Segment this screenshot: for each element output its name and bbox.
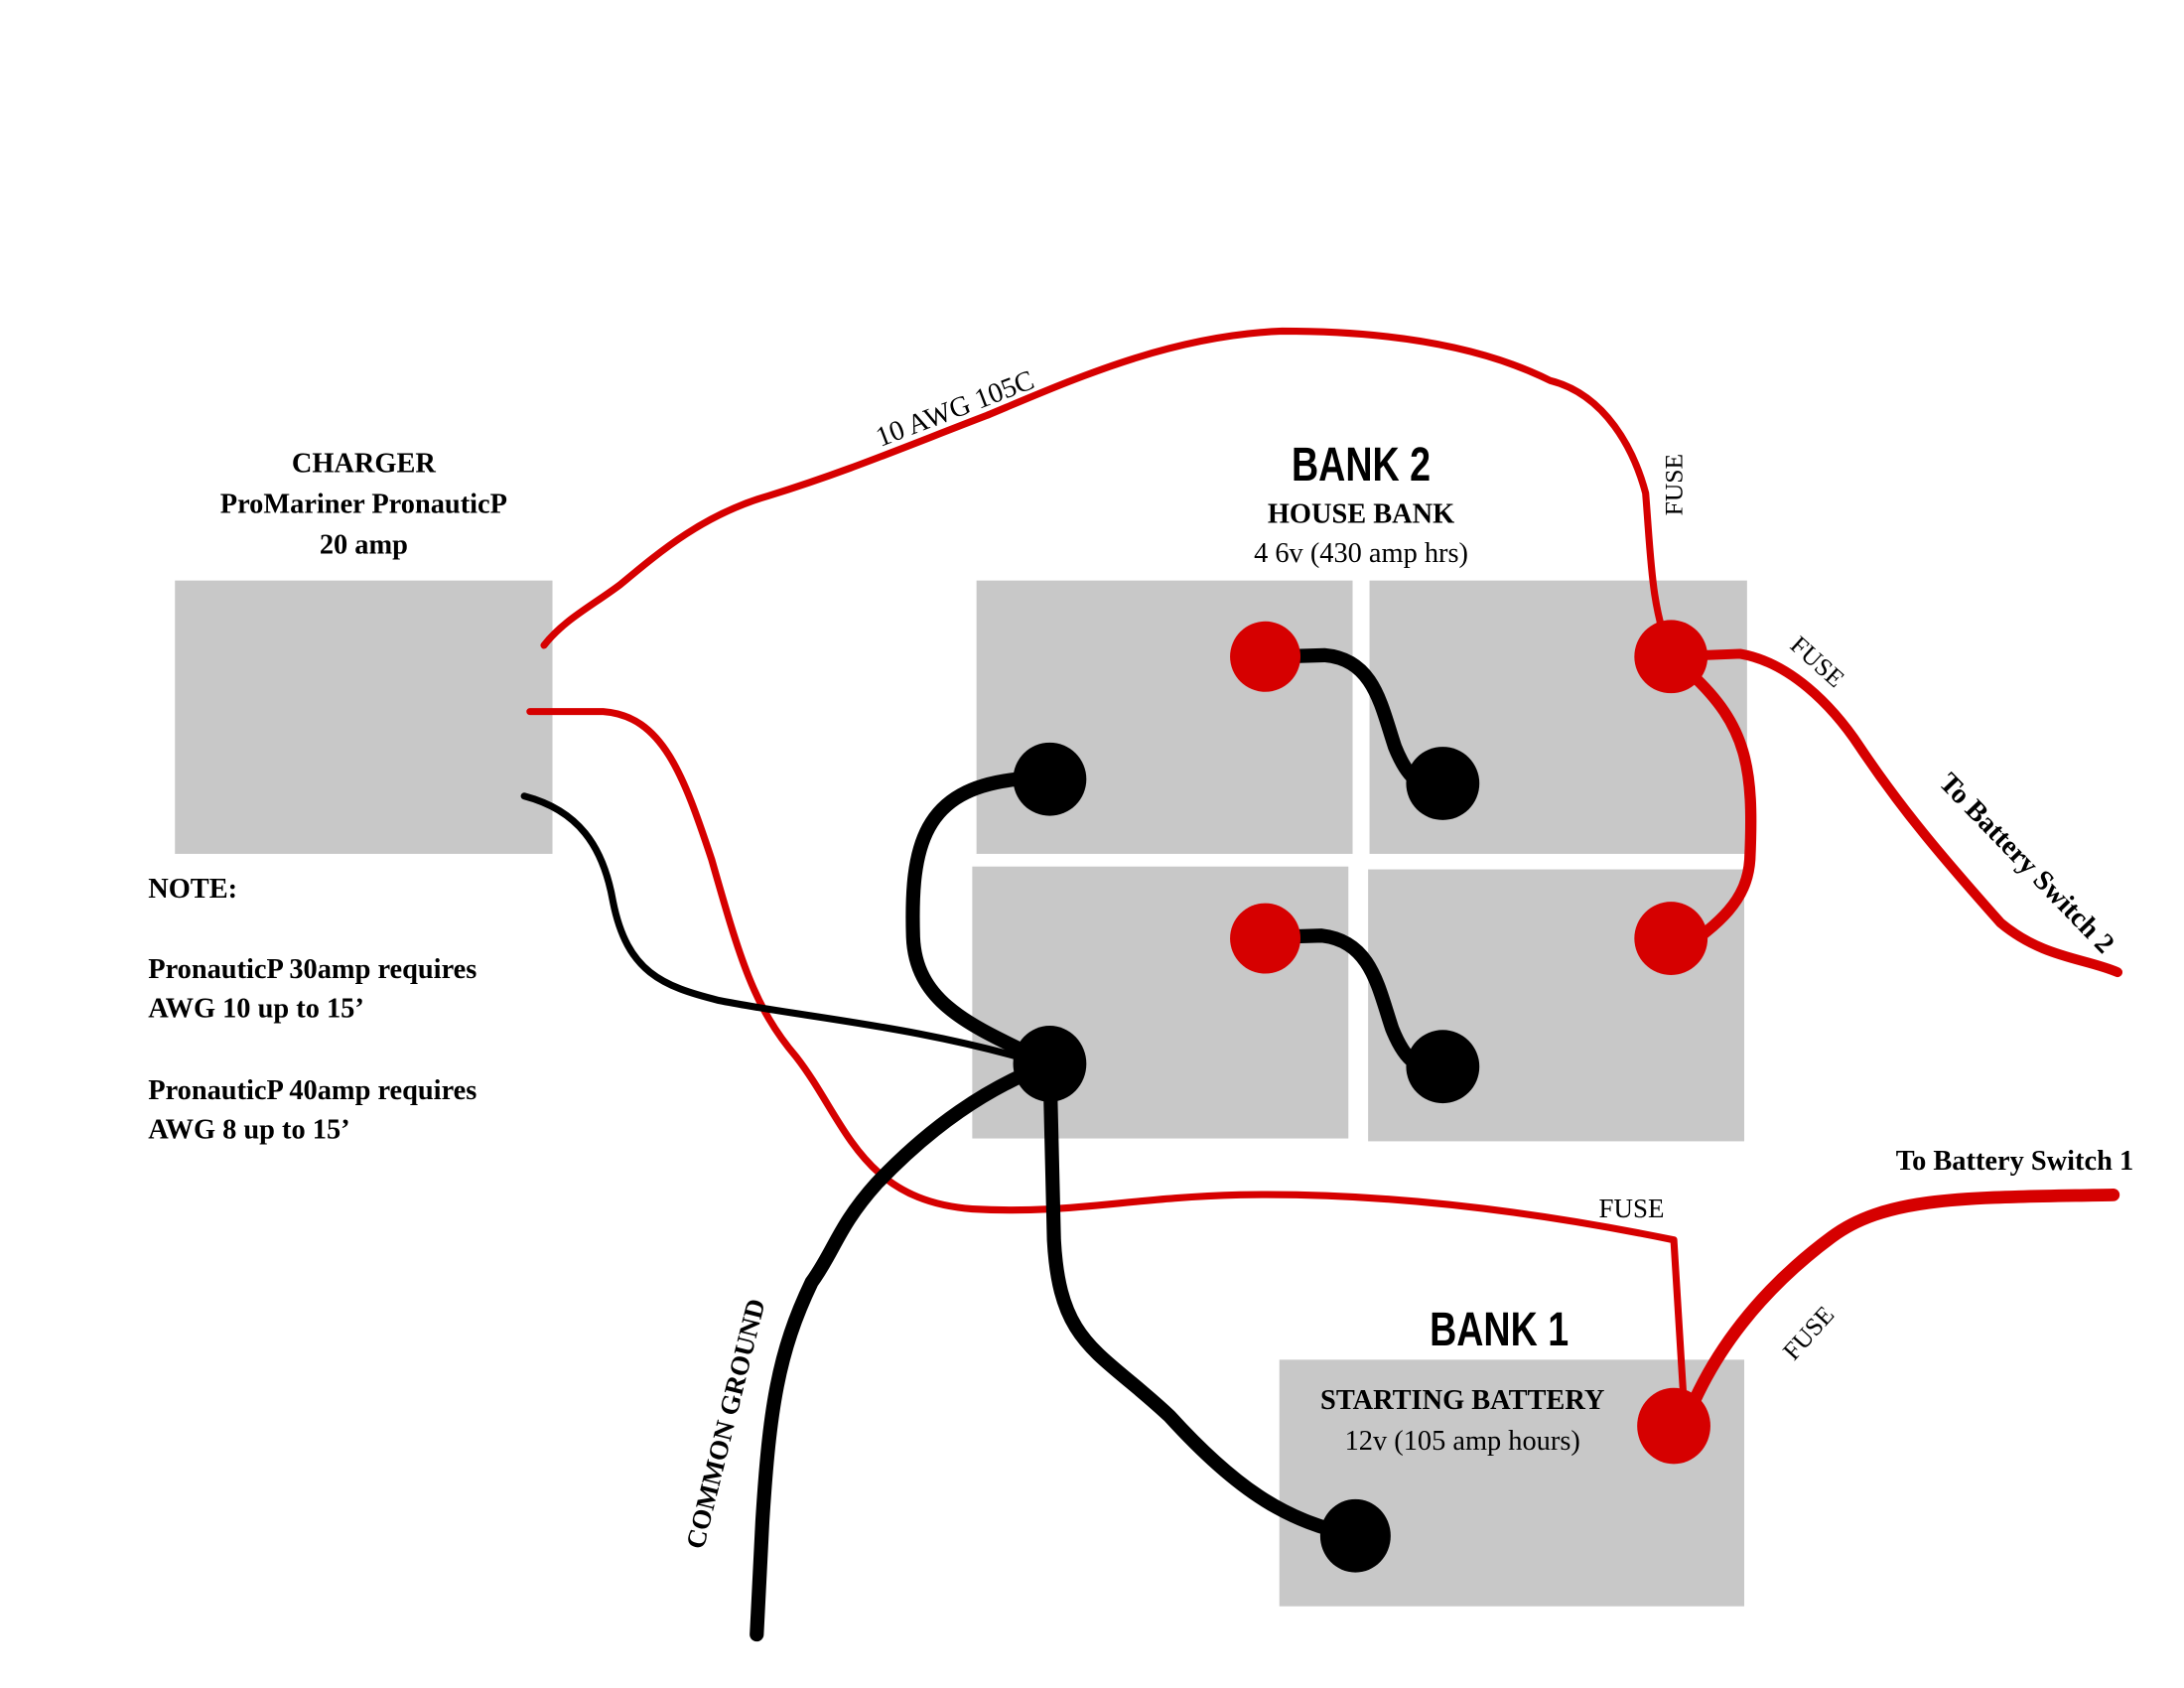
positive-terminal [1634,902,1708,975]
common-ground-wire [750,1056,1057,1642]
note-line: PronauticP 40amp requires [148,1075,477,1106]
wire-gauge-label: 10 AWG 105C [872,365,1038,454]
charger-model: ProMariner PronauticP [220,490,507,520]
note-heading: NOTE: [148,874,237,905]
negative-terminal [1406,747,1480,820]
bank2-subtitle: HOUSE BANK [1268,498,1454,529]
fuse-label: FUSE [1777,1300,1840,1365]
charger-box [175,580,553,854]
bank1-subtitle: STARTING BATTERY [1320,1385,1604,1416]
ground-to-bank1-wire [1042,1056,1363,1543]
bank2-spec: 4 6v (430 amp hrs) [1254,538,1468,569]
house-negative-jumper [905,772,1057,1071]
note-line: AWG 8 up to 15’ [148,1115,349,1146]
negative-terminal [1013,742,1087,816]
fuse-label: FUSE [1660,454,1689,515]
fuse-label: FUSE [1599,1194,1665,1223]
house-parallel-positive-wire [1674,667,1757,958]
house-battery-1 [976,580,1353,854]
to-battery-switch-2-label: To Battery Switch 2 [1933,768,2120,960]
note-line: AWG 10 up to 15’ [148,994,364,1025]
bank1-to-switch1-wire [1679,1188,2120,1430]
charger-title: CHARGER [292,448,437,479]
positive-terminal [1637,1387,1710,1465]
to-battery-switch-1-label: To Battery Switch 1 [1896,1146,2133,1177]
bank1-spec: 12v (105 amp hours) [1345,1426,1580,1457]
house-battery-3 [972,866,1349,1139]
house-to-switch2-wire [1666,648,2123,978]
bank2-title: BANK 2 [1292,439,1431,492]
charger-negative-wire [520,792,1046,1067]
fuse-label: FUSE [1785,631,1850,693]
positive-terminal [1230,903,1301,974]
positive-terminal [1230,621,1301,692]
charger-rating: 20 amp [320,530,408,561]
negative-terminal [1406,1030,1480,1104]
bank1-title: BANK 1 [1430,1304,1569,1357]
note-line: PronauticP 30amp requires [148,954,477,985]
charger-positive-wire-1 [540,327,1675,660]
charger-positive-wire-2 [526,708,1689,1427]
positive-terminal [1634,620,1708,694]
negative-terminal [1319,1498,1391,1573]
negative-terminal [1013,1026,1087,1102]
